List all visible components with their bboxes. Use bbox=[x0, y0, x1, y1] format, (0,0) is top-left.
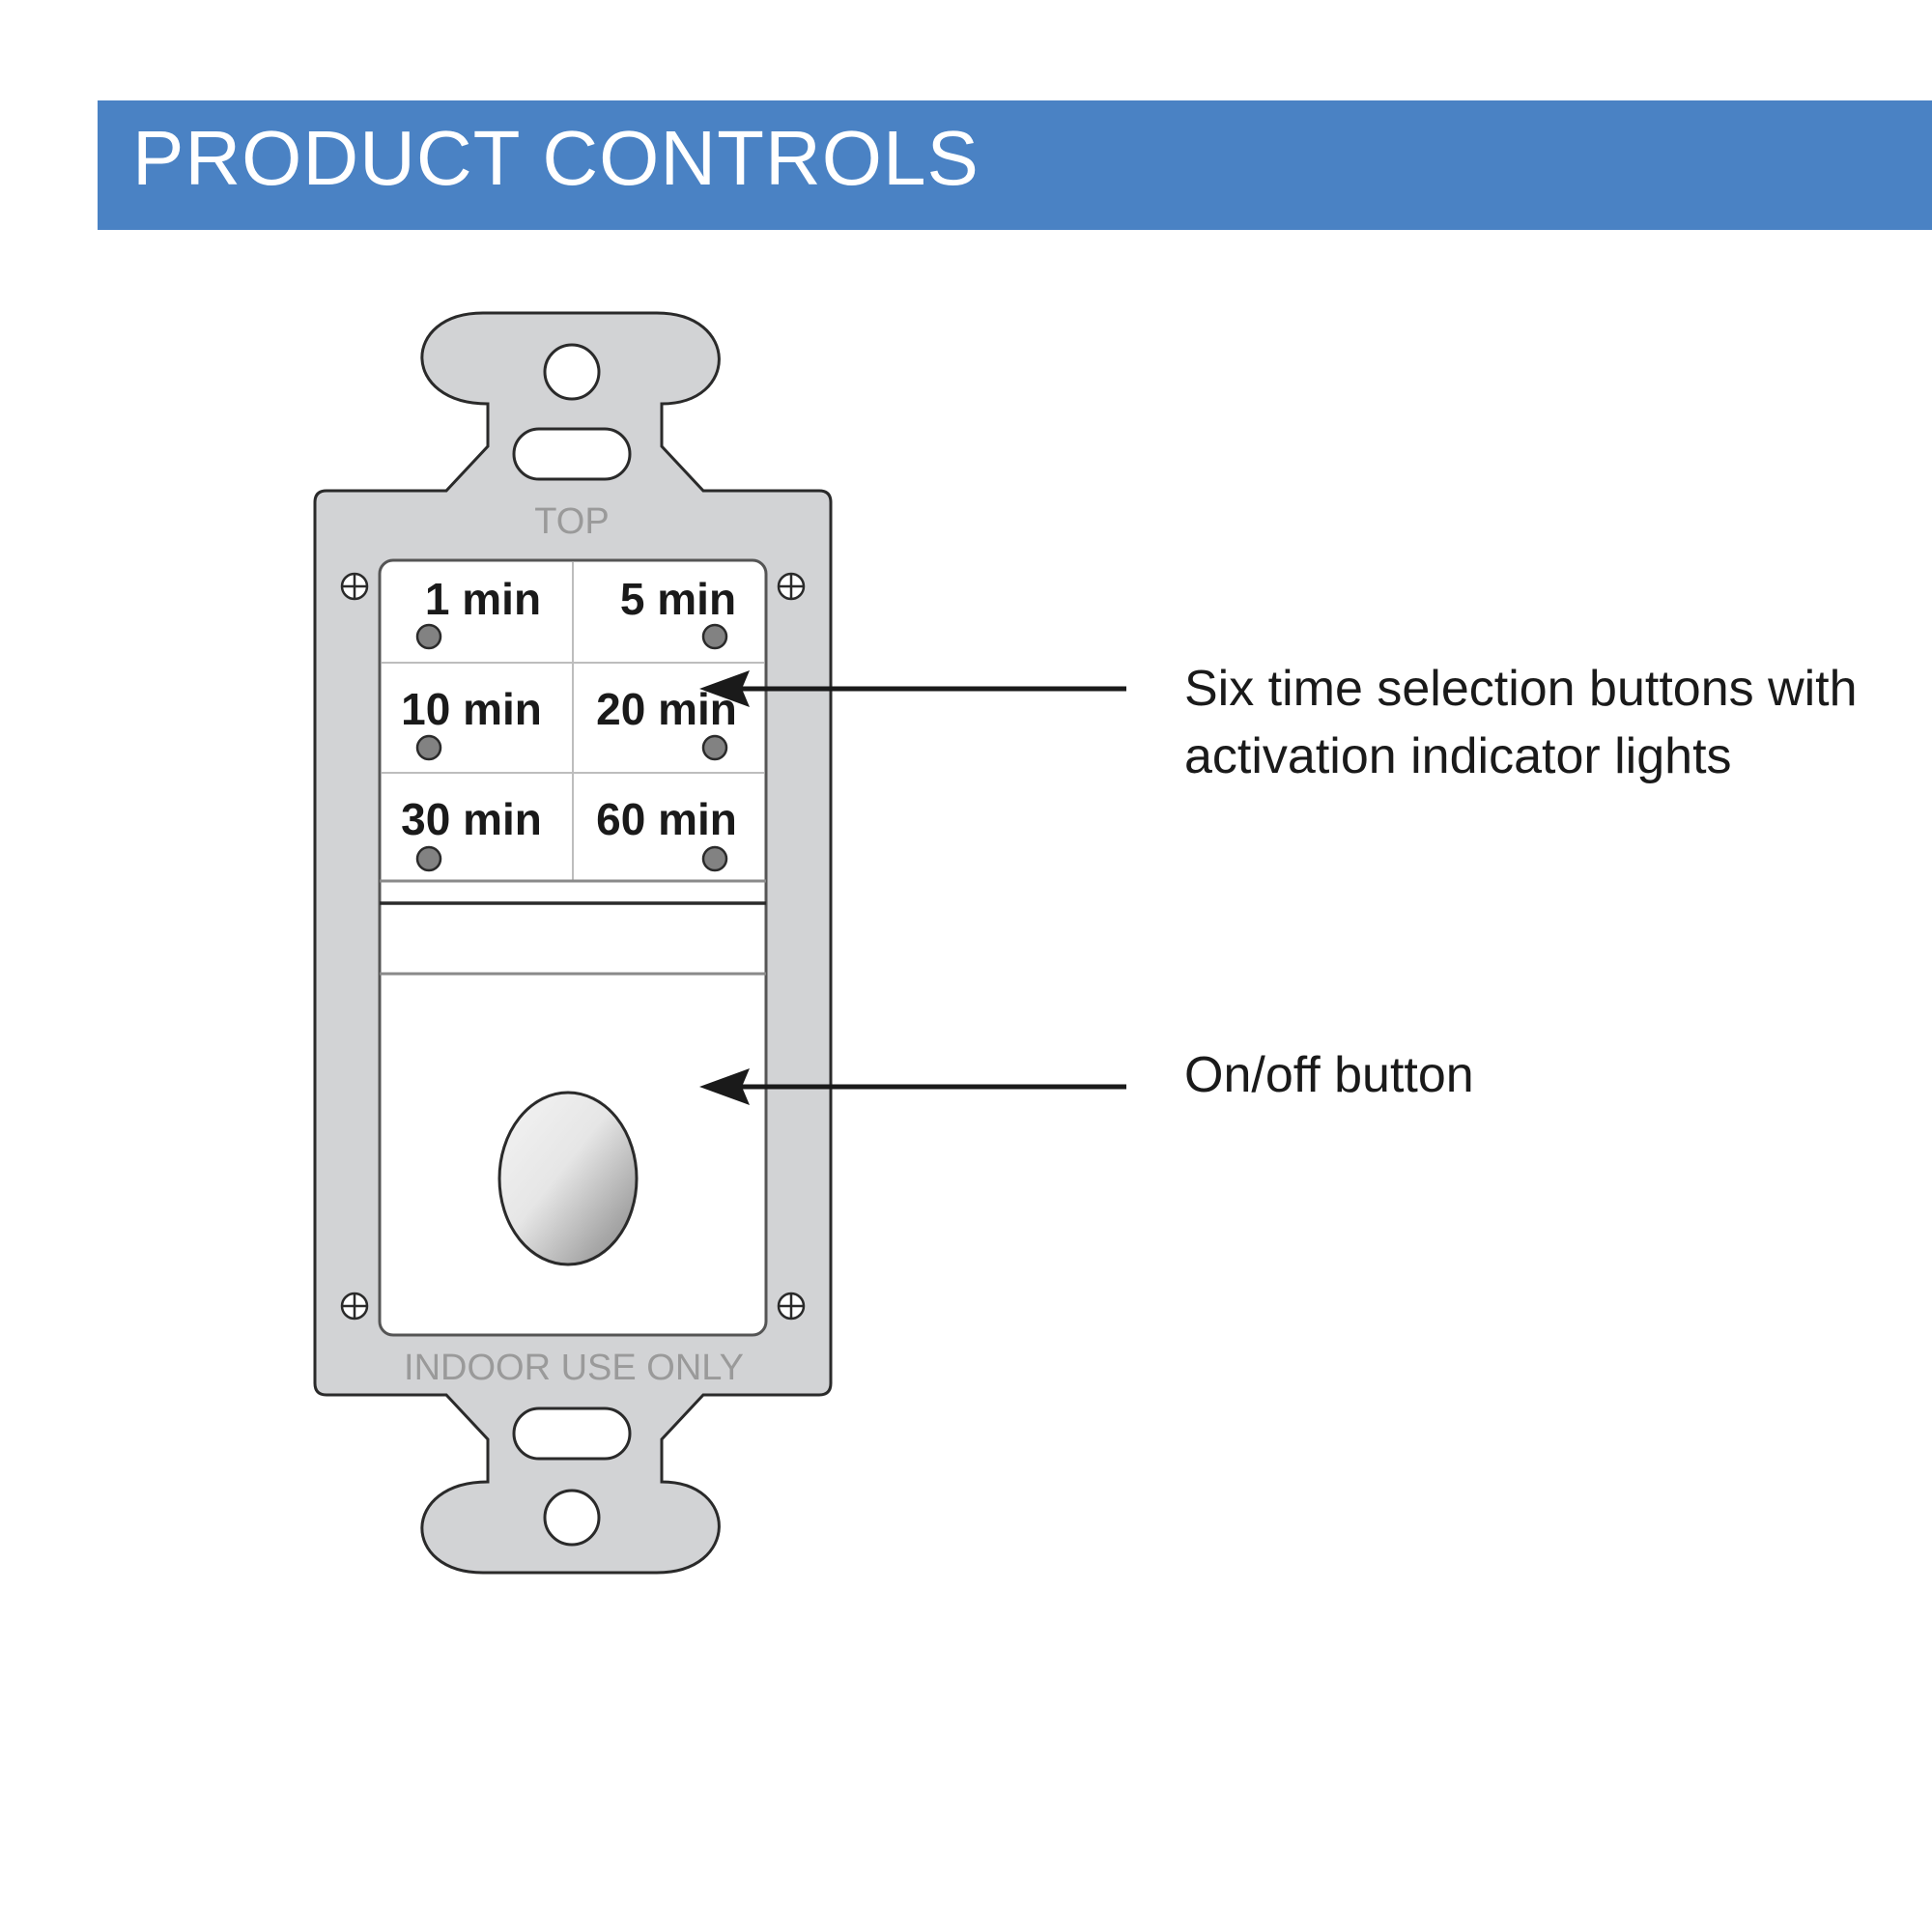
indicator-light bbox=[415, 845, 442, 872]
screw-icon bbox=[777, 1292, 806, 1321]
time-button-label: 60 min bbox=[596, 794, 737, 844]
callout-time-buttons-line1: Six time selection buttons with bbox=[1184, 661, 1858, 717]
indicator-light bbox=[701, 734, 728, 761]
screw-icon bbox=[777, 572, 806, 601]
time-button-label: 10 min bbox=[401, 684, 542, 734]
time-button-5-min[interactable]: 5 min bbox=[620, 574, 736, 650]
time-button-1-min[interactable]: 1 min bbox=[415, 574, 541, 650]
screw-icon bbox=[340, 1292, 369, 1321]
top-label: TOP bbox=[534, 501, 609, 542]
on-off-button[interactable] bbox=[497, 1091, 639, 1266]
indicator-light bbox=[701, 623, 728, 650]
indicator-light bbox=[701, 845, 728, 872]
top-mounting-hole bbox=[543, 343, 601, 401]
callout-time-buttons-line2: activation indicator lights bbox=[1184, 728, 1732, 784]
time-button-label: 1 min bbox=[425, 574, 541, 624]
callout-time-buttons: Six time selection buttons with activati… bbox=[1184, 655, 1899, 790]
top-mounting-slot bbox=[512, 427, 632, 481]
time-button-label: 5 min bbox=[620, 574, 736, 624]
indicator-light bbox=[415, 734, 442, 761]
header-bar: PRODUCT CONTROLS bbox=[98, 100, 1932, 230]
callout-arrow-on-off bbox=[699, 1068, 1126, 1105]
time-button-10-min[interactable]: 10 min bbox=[401, 684, 542, 761]
bottom-mounting-slot bbox=[512, 1406, 632, 1461]
bottom-mounting-hole bbox=[543, 1489, 601, 1547]
time-button-label: 30 min bbox=[401, 794, 542, 844]
time-button-30-min[interactable]: 30 min bbox=[401, 794, 542, 872]
indicator-light bbox=[415, 623, 442, 650]
callout-on-off: On/off button bbox=[1184, 1041, 1899, 1109]
callout-arrow-time-buttons bbox=[699, 670, 1126, 707]
screw-icon bbox=[340, 572, 369, 601]
time-button-60-min[interactable]: 60 min bbox=[596, 794, 737, 872]
callout-on-off-text: On/off button bbox=[1184, 1047, 1474, 1103]
page-title: PRODUCT CONTROLS bbox=[132, 115, 980, 201]
indoor-use-label: INDOOR USE ONLY bbox=[404, 1348, 744, 1388]
control-faceplate bbox=[378, 558, 768, 1337]
